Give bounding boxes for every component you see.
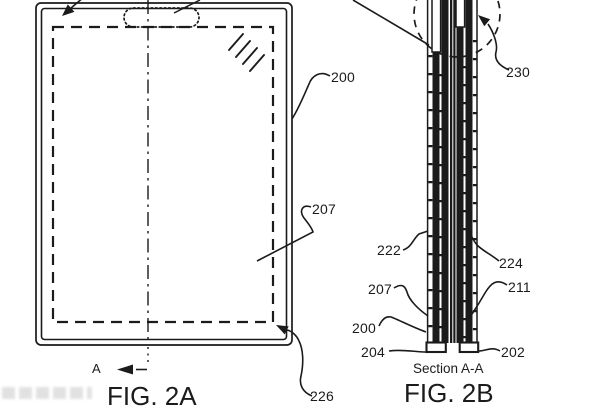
fig2a-ref-226: 226: [310, 388, 334, 404]
fig2a-leader-226-arrowhead: [276, 325, 289, 335]
fig2b-detail-circle-dashed: [413, 0, 501, 58]
fig2b-leader-211: [471, 281, 508, 315]
fig2a-leader-207: [256, 205, 314, 262]
fig2a-sensor-region-dotted-pill: [123, 7, 200, 28]
fig2a-ref-200: 200: [331, 69, 355, 85]
fig2b-top-leader-line: [352, 0, 430, 46]
fig2b-ref-222: 222: [377, 242, 401, 258]
fig2b-leader-230-arrowhead: [478, 15, 491, 27]
fig2a-pill-leader-line: [173, 0, 201, 14]
fig2b-layer-top-cap-right: [455, 0, 466, 28]
fig2a-outer-frame: [35, 2, 293, 346]
fig2b-leader-222: [402, 230, 429, 251]
fig2a-caption: FIG. 2A: [107, 381, 197, 411]
fig2b-layer-bar: [432, 0, 440, 343]
fig2a-display-area-dashed: [51, 25, 275, 324]
fig2b-leader-224: [469, 230, 500, 262]
fig2b-layer-stack: [425, 0, 480, 354]
fig2a-section-marker: A: [92, 361, 101, 376]
fig2b-leader-230: [487, 23, 510, 71]
fig2b-leader-200: [378, 316, 427, 333]
fig2b-ref-211: 211: [508, 279, 531, 295]
fig2a-leader-226: [286, 329, 313, 397]
fig2a-shine-marks-icon: [228, 33, 265, 72]
fig2b-layer-bar: [465, 0, 473, 343]
fig2b-layer-top-cap-left: [431, 0, 442, 53]
fig2b-leader-207: [393, 284, 429, 317]
watermark-blur: [2, 387, 92, 399]
fig2b-ref-204: 204: [361, 344, 385, 360]
fig2a-section-arrow-top-line: [70, 0, 82, 9]
fig2b-caption: FIG. 2B: [404, 378, 494, 408]
fig2a-ref-207: 207: [312, 201, 336, 217]
fig2b-section-caption: Section A-A: [413, 361, 484, 376]
fig2a-leader-200: [291, 72, 331, 120]
fig2a-inner-frame: [40, 7, 288, 341]
fig2b-ref-200: 200: [352, 320, 376, 336]
fig2a-section-arrow-top-head: [62, 4, 75, 17]
fig2b-leader-202: [478, 348, 501, 352]
fig2a-drawing: [35, 0, 331, 397]
fig2b-leader-204: [388, 349, 427, 353]
fig2b-bottom-foot-right: [458, 341, 480, 354]
fig2b-drawing: [352, 0, 510, 354]
fig2b-layer-bar: [441, 0, 449, 343]
fig2a-section-arrow-bottom-head: [117, 364, 133, 375]
fig2b-ref-202: 202: [501, 344, 525, 360]
fig2b-ref-207: 207: [368, 281, 392, 297]
fig2b-ref-224: 224: [499, 255, 523, 271]
fig2b-ref-230: 230: [506, 64, 530, 80]
fig2b-layer-bar: [456, 0, 464, 343]
fig2b-center-seam: [452, 0, 454, 343]
fig2b-bottom-foot-left: [425, 341, 447, 354]
